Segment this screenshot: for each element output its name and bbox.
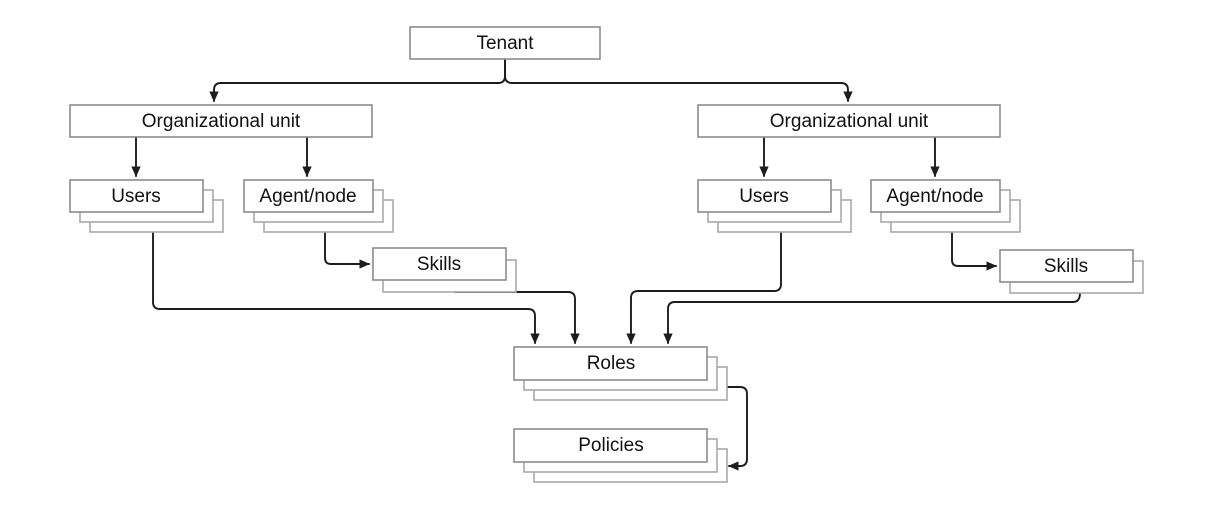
edge-users-right-to-roles xyxy=(626,232,782,345)
node-skills-left[interactable]: Skills xyxy=(372,247,517,293)
node-policies[interactable]: Policies xyxy=(513,428,728,483)
node-tenant-label: Tenant xyxy=(476,33,534,54)
node-users-right[interactable]: Users xyxy=(697,179,852,233)
node-ou-left[interactable]: Organizational unit xyxy=(69,104,373,138)
edge-roles-to-policies xyxy=(706,386,748,471)
edge-tenant-to-ou-left xyxy=(209,58,506,103)
node-roles[interactable]: Roles xyxy=(513,346,728,401)
node-policies-label: Policies xyxy=(578,435,643,456)
node-agent-left[interactable]: Agent/node xyxy=(243,179,394,233)
edge-tenant-to-ou-right xyxy=(504,58,853,103)
node-users-left[interactable]: Users xyxy=(69,179,224,233)
node-skills-left-label: Skills xyxy=(417,254,461,275)
node-users-left-label: Users xyxy=(111,186,161,207)
node-ou-right[interactable]: Organizational unit xyxy=(697,104,1001,138)
node-agent-left-label: Agent/node xyxy=(259,186,356,207)
node-agent-right-label: Agent/node xyxy=(886,186,983,207)
node-ou-right-label: Organizational unit xyxy=(770,111,929,132)
node-skills-right[interactable]: Skills xyxy=(999,249,1144,294)
node-roles-label: Roles xyxy=(587,353,636,374)
node-tenant[interactable]: Tenant xyxy=(409,26,601,60)
edge-agent-left-to-skills-left xyxy=(324,232,371,269)
node-users-right-label: Users xyxy=(739,186,789,207)
edge-agent-right-to-skills-right xyxy=(951,232,998,271)
edge-users-left-to-roles xyxy=(152,232,540,345)
edge-skills-left-to-roles xyxy=(454,291,580,345)
node-layer: Tenant Organizational unit Organizationa… xyxy=(69,26,1144,483)
node-skills-right-label: Skills xyxy=(1044,256,1088,277)
edge-skills-right-to-roles xyxy=(663,292,1081,345)
edge-layer xyxy=(131,58,1081,471)
node-agent-right[interactable]: Agent/node xyxy=(870,179,1021,233)
node-ou-left-label: Organizational unit xyxy=(142,111,301,132)
